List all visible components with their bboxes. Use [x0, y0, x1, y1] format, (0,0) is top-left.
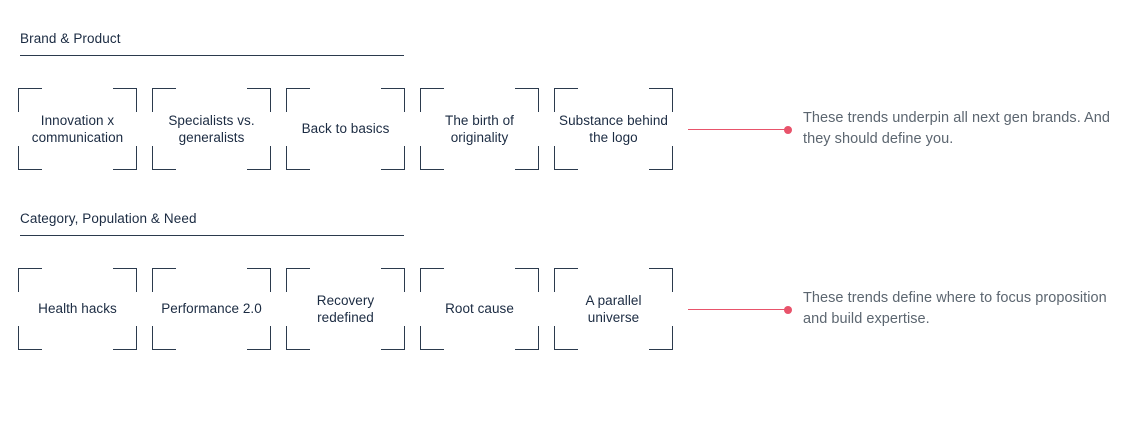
trend-card-label: Substance behind the logo — [559, 112, 668, 146]
trend-card[interactable]: Substance behind the logo — [554, 88, 673, 170]
corner-bracket-top-left-icon — [420, 88, 444, 112]
corner-bracket-bottom-right-icon — [649, 146, 673, 170]
trend-card[interactable]: Specialists vs. generalists — [152, 88, 271, 170]
trend-card-row: Health hacks Performance 2.0 Recovery re… — [18, 268, 673, 350]
trend-card-label: Innovation x communication — [31, 112, 124, 146]
section-divider — [20, 55, 404, 56]
trend-card-label: A parallel universe — [585, 292, 642, 326]
corner-bracket-bottom-left-icon — [18, 146, 42, 170]
corner-bracket-bottom-right-icon — [515, 326, 539, 350]
trend-card-row: Innovation x communication Specialists v… — [18, 88, 673, 170]
corner-bracket-bottom-left-icon — [554, 326, 578, 350]
corner-bracket-bottom-left-icon — [18, 326, 42, 350]
corner-bracket-top-right-icon — [113, 268, 137, 292]
trend-card[interactable]: A parallel universe — [554, 268, 673, 350]
corner-bracket-top-right-icon — [113, 88, 137, 112]
connector-endpoint-dot-icon — [784, 125, 792, 134]
corner-bracket-top-left-icon — [152, 268, 176, 292]
corner-bracket-bottom-left-icon — [420, 146, 444, 170]
annotation-callout: These trends underpin all next gen brand… — [803, 88, 1123, 170]
trend-card[interactable]: Health hacks — [18, 268, 137, 350]
corner-bracket-bottom-left-icon — [420, 326, 444, 350]
section-divider — [20, 235, 404, 236]
corner-bracket-top-right-icon — [515, 88, 539, 112]
trend-card[interactable]: Back to basics — [286, 88, 405, 170]
corner-bracket-top-left-icon — [554, 268, 578, 292]
section-header: Category, Population & Need — [20, 210, 404, 236]
corner-bracket-bottom-right-icon — [247, 326, 271, 350]
trend-card[interactable]: Innovation x communication — [18, 88, 137, 170]
trend-card[interactable]: Performance 2.0 — [152, 268, 271, 350]
corner-bracket-top-right-icon — [515, 268, 539, 292]
corner-bracket-bottom-left-icon — [554, 146, 578, 170]
trend-card-label: Root cause — [445, 301, 514, 317]
corner-bracket-bottom-right-icon — [381, 326, 405, 350]
corner-bracket-bottom-right-icon — [113, 146, 137, 170]
trend-card-label: Health hacks — [38, 301, 117, 317]
corner-bracket-bottom-left-icon — [286, 326, 310, 350]
corner-bracket-top-left-icon — [420, 268, 444, 292]
corner-bracket-top-left-icon — [18, 88, 42, 112]
corner-bracket-bottom-left-icon — [152, 146, 176, 170]
corner-bracket-bottom-right-icon — [649, 326, 673, 350]
trend-card[interactable]: Root cause — [420, 268, 539, 350]
corner-bracket-top-left-icon — [286, 88, 310, 112]
corner-bracket-bottom-left-icon — [152, 326, 176, 350]
corner-bracket-top-left-icon — [18, 268, 42, 292]
trend-card-label: Performance 2.0 — [161, 301, 262, 317]
trend-card-label: Back to basics — [301, 121, 390, 137]
corner-bracket-top-left-icon — [152, 88, 176, 112]
corner-bracket-top-right-icon — [649, 268, 673, 292]
annotation-callout: These trends define where to focus propo… — [803, 268, 1123, 350]
section-title: Category, Population & Need — [20, 211, 197, 226]
corner-bracket-bottom-left-icon — [286, 146, 310, 170]
corner-bracket-bottom-right-icon — [247, 146, 271, 170]
corner-bracket-bottom-right-icon — [515, 146, 539, 170]
trend-card[interactable]: The birth of originality — [420, 88, 539, 170]
connector-line — [688, 129, 788, 131]
section-title: Brand & Product — [20, 31, 121, 46]
annotation-connector — [688, 88, 794, 170]
section-header: Brand & Product — [20, 30, 404, 56]
corner-bracket-top-right-icon — [247, 268, 271, 292]
annotation-text: These trends underpin all next gen brand… — [803, 110, 1111, 147]
trend-card-label: Recovery redefined — [316, 292, 375, 326]
connector-endpoint-dot-icon — [784, 305, 792, 314]
corner-bracket-top-right-icon — [247, 88, 271, 112]
corner-bracket-top-left-icon — [286, 268, 310, 292]
corner-bracket-top-right-icon — [381, 268, 405, 292]
trend-card[interactable]: Recovery redefined — [286, 268, 405, 350]
trend-card-label: The birth of originality — [445, 112, 514, 146]
trend-card-label: Specialists vs. generalists — [168, 112, 255, 146]
corner-bracket-top-left-icon — [554, 88, 578, 112]
connector-line — [688, 309, 788, 311]
annotation-text: These trends define where to focus propo… — [803, 290, 1107, 327]
corner-bracket-top-right-icon — [649, 88, 673, 112]
corner-bracket-top-right-icon — [381, 88, 405, 112]
annotation-connector — [688, 268, 794, 350]
corner-bracket-bottom-right-icon — [381, 146, 405, 170]
corner-bracket-bottom-right-icon — [113, 326, 137, 350]
